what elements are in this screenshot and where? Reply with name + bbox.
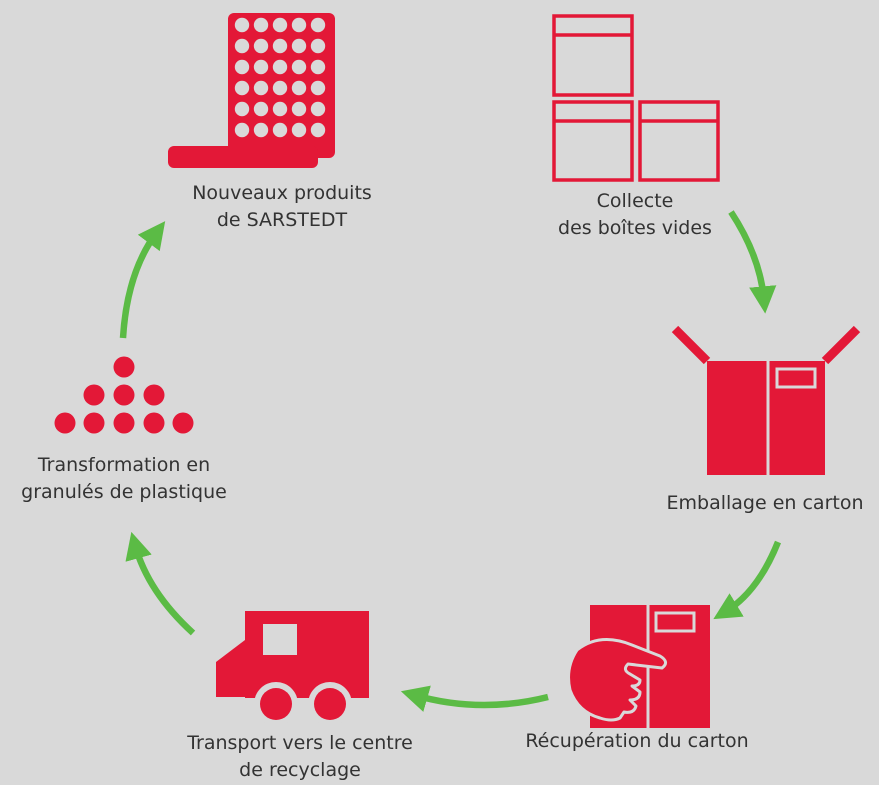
label-line: Transformation en [37, 454, 211, 476]
microplate-icon [168, 13, 335, 168]
well-dot [272, 38, 288, 54]
well-dot [310, 59, 326, 75]
well-dot [291, 17, 307, 33]
well-dot [291, 59, 307, 75]
well-dot [291, 80, 307, 96]
empty-boxes-icon [552, 14, 720, 182]
well-dot [310, 122, 326, 138]
well-dot [272, 101, 288, 117]
well-dot [234, 17, 250, 33]
well-dot [253, 122, 269, 138]
step-label-emballage: Emballage en carton [654, 490, 876, 517]
truck-icon [216, 611, 369, 726]
arrow-transport-to-transformation [125, 531, 196, 636]
well-dot [310, 38, 326, 54]
label-line: Transport vers le centre [187, 732, 413, 754]
label-line: de recyclage [239, 759, 361, 781]
well-dot [234, 80, 250, 96]
well-dot [234, 59, 250, 75]
arrow-transformation-to-produits [119, 221, 166, 339]
well-dot [310, 80, 326, 96]
well-dot [272, 122, 288, 138]
arrow-recuperation-to-transport [400, 685, 549, 712]
label-line: Nouveaux produits [192, 182, 372, 204]
open-carton-icon [671, 325, 861, 475]
well-dot [253, 17, 269, 33]
well-dot [234, 122, 250, 138]
label-line: de SARSTEDT [216, 209, 348, 231]
well-dot [253, 101, 269, 117]
label-line: granulés de plastique [21, 481, 227, 503]
well-dot [310, 101, 326, 117]
well-dot [272, 59, 288, 75]
step-label-nouveaux-produits: Nouveaux produits de SARSTEDT [152, 180, 412, 234]
well-dot [253, 38, 269, 54]
plastic-pellets-icon [54, 356, 194, 434]
step-label-transformation: Transformation en granulés de plastique [4, 452, 244, 506]
label-line: Emballage en carton [666, 492, 864, 514]
label-line: Collecte [596, 190, 674, 212]
arrow-emballage-to-recuperation [713, 540, 782, 620]
well-dot [272, 17, 288, 33]
well-dot [272, 80, 288, 96]
step-label-collecte: Collecte des boîtes vides [515, 188, 755, 242]
well-dot [291, 101, 307, 117]
well-dot [291, 122, 307, 138]
well-dot [291, 38, 307, 54]
well-dot [234, 38, 250, 54]
arrow-collecte-to-emballage [728, 210, 777, 314]
well-dot [234, 101, 250, 117]
label-line: des boîtes vides [558, 217, 712, 239]
label-line: Récupération du carton [525, 730, 749, 752]
step-label-transport: Transport vers le centre de recyclage [160, 730, 440, 784]
well-dot [253, 80, 269, 96]
step-label-recuperation: Récupération du carton [507, 728, 767, 755]
well-dot [310, 17, 326, 33]
hand-carton-icon [567, 605, 710, 728]
well-dot [253, 59, 269, 75]
